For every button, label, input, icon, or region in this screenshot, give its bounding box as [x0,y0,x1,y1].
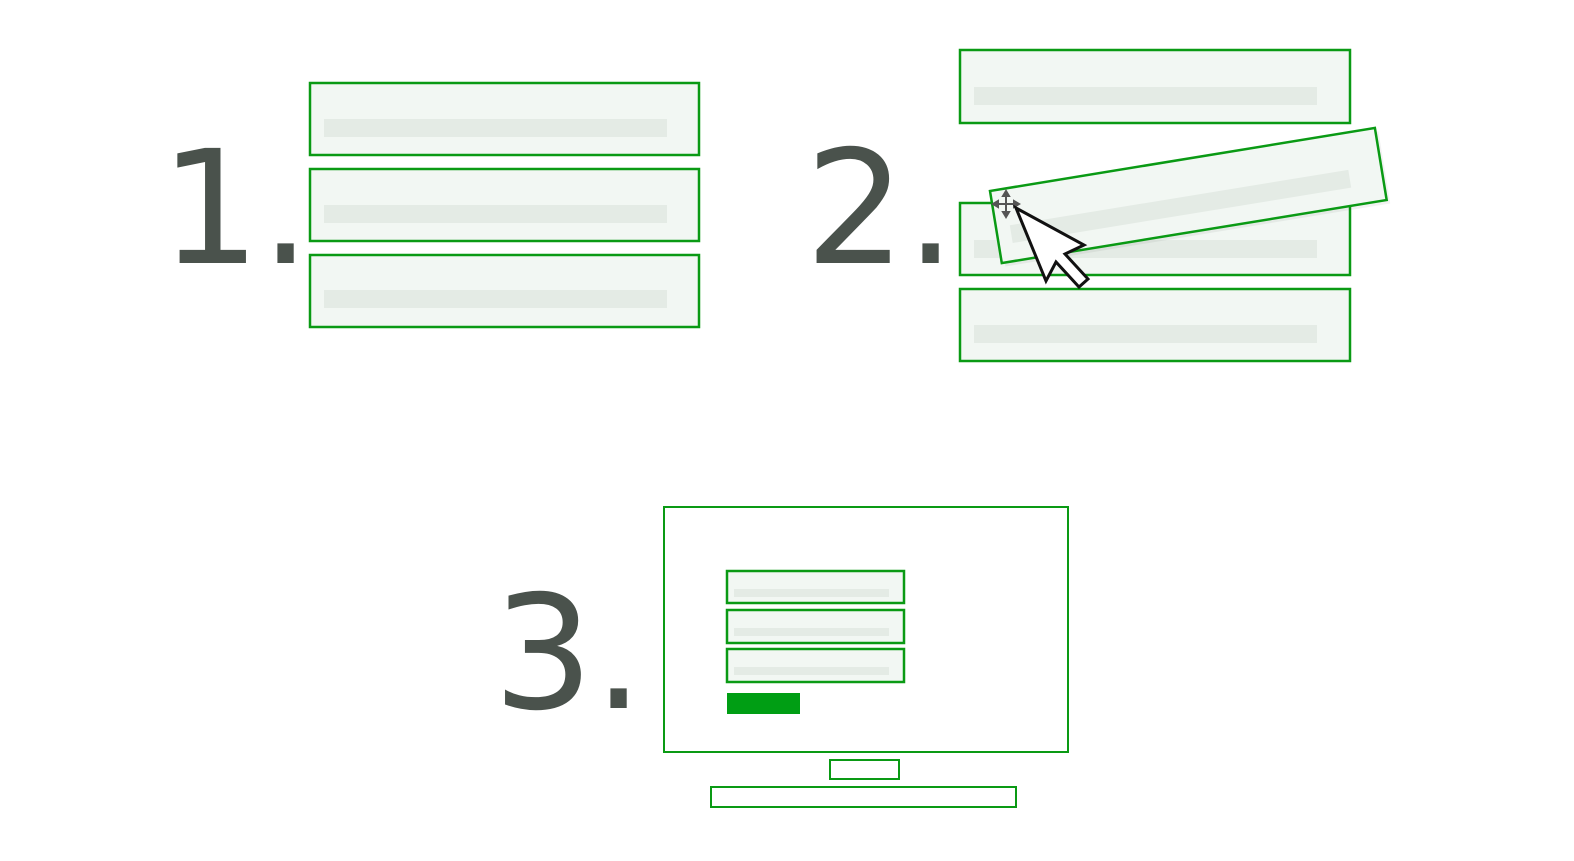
monitor-stand [829,759,900,780]
move-icon [991,189,1021,219]
list-item [958,287,1352,363]
step-3: 3. [493,506,1069,808]
list-item [958,48,1352,125]
list-item [725,647,906,684]
list-item [725,569,906,605]
monitor-base [710,786,1017,808]
list-item [308,253,701,329]
step-3-number: 3. [493,562,644,746]
list-item [308,167,701,243]
list-item [725,608,906,645]
step-1: 1. [160,81,701,329]
step-2-number: 2. [805,117,956,301]
monitor-icon [663,506,1069,808]
save-button-shape [727,693,800,714]
step-2: 2. [805,48,1391,363]
dragged-list-item[interactable] [988,126,1391,267]
step-1-number: 1. [160,117,311,301]
list-item [308,81,701,157]
cursor-arrow-icon [1013,204,1091,290]
